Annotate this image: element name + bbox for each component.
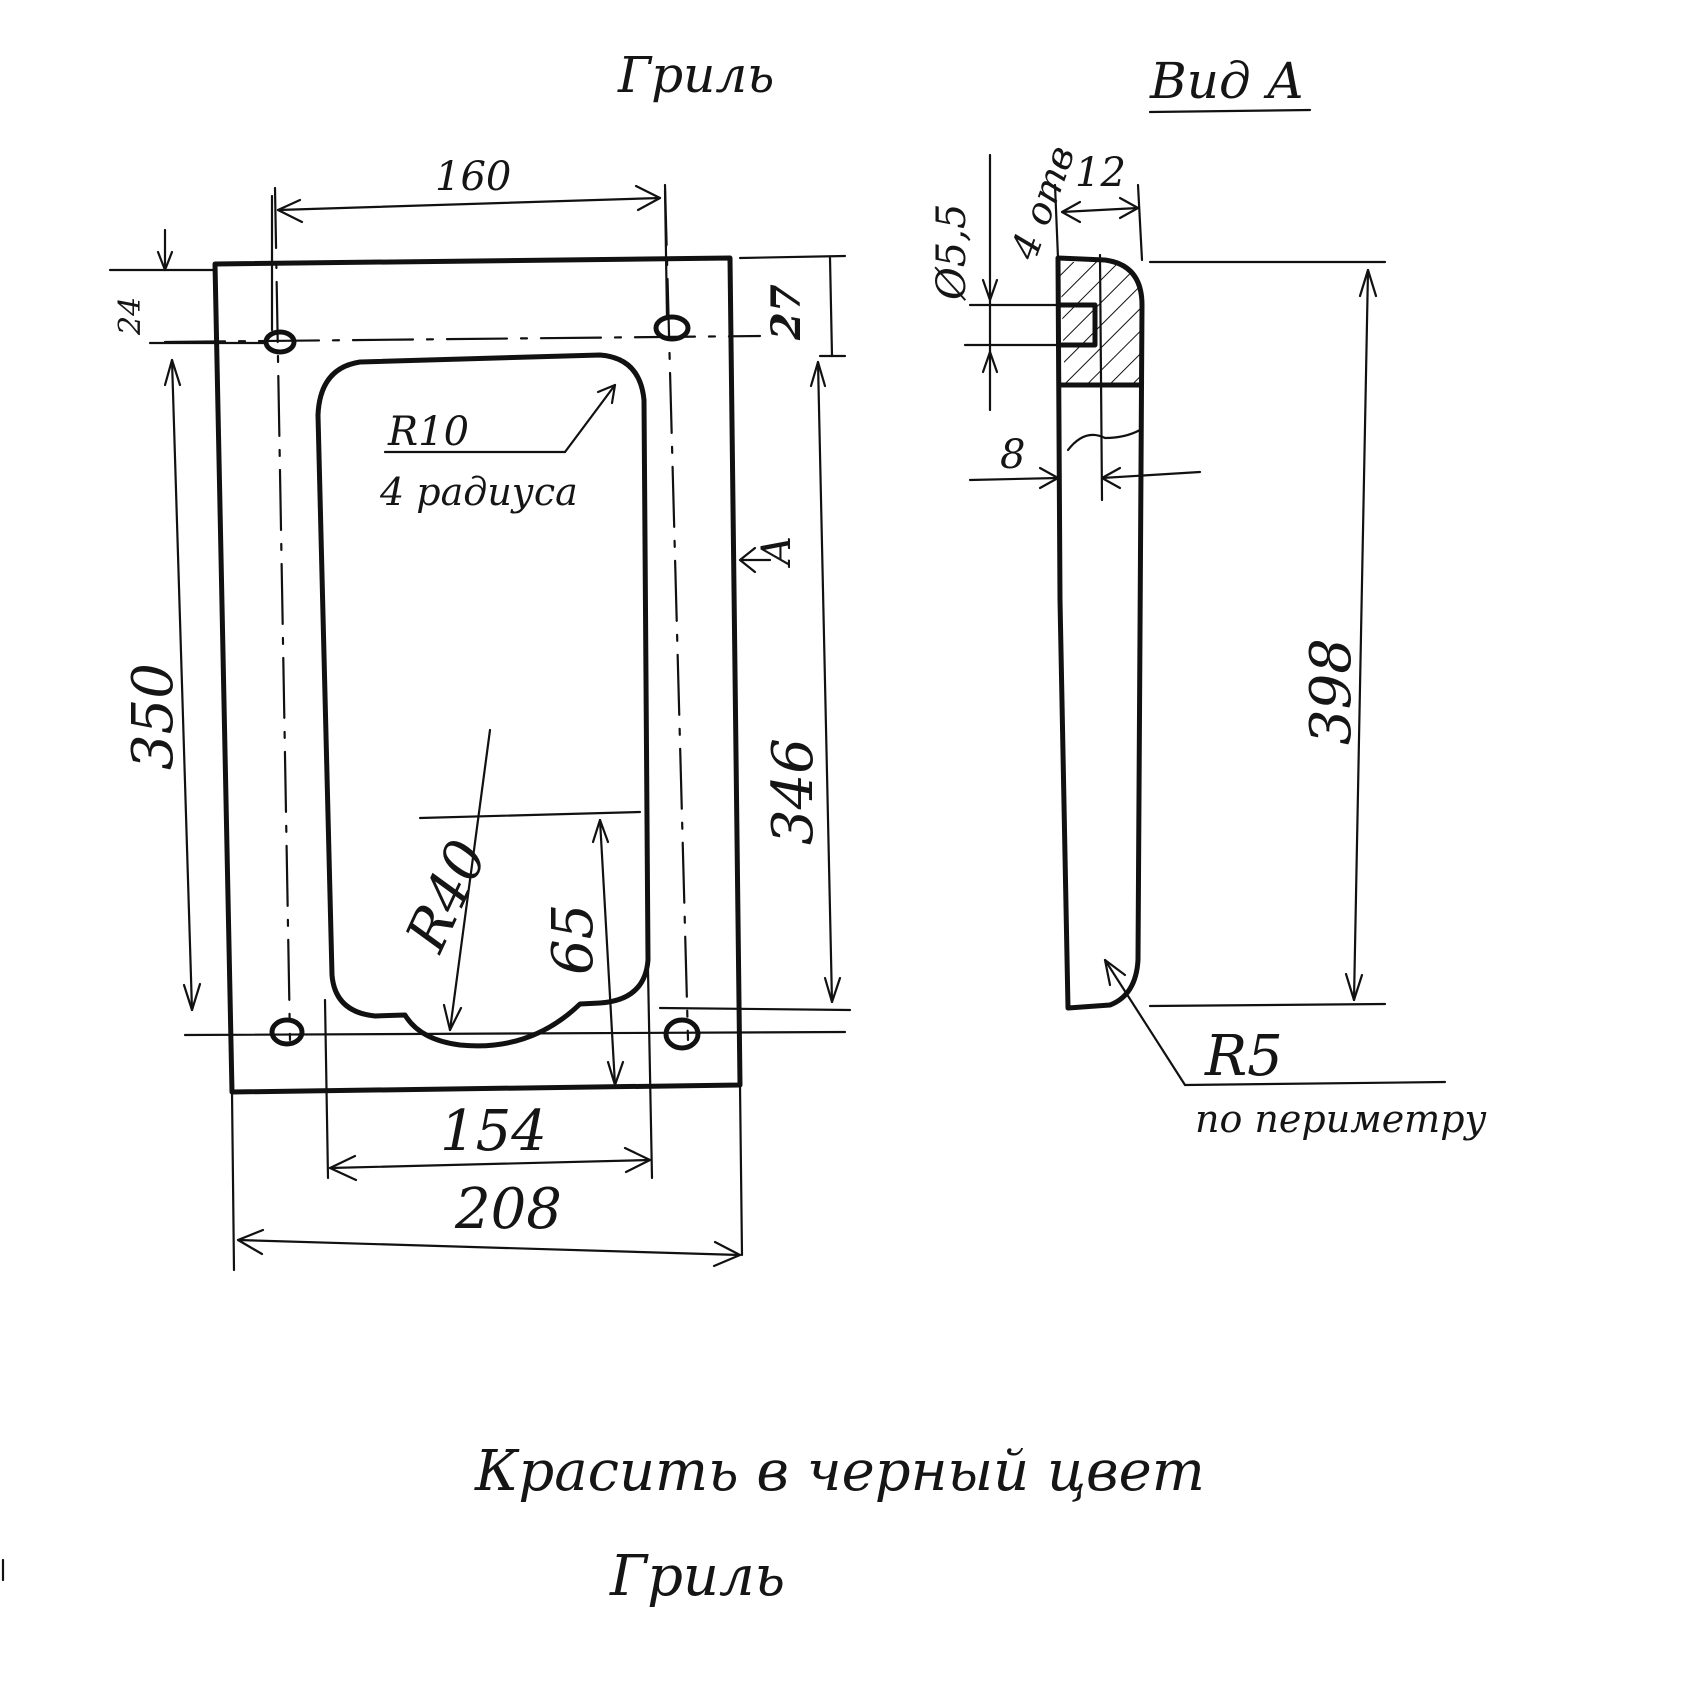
mount-hole-bottom-left [269,1017,305,1047]
dim-line-350 [170,358,194,1012]
dim-arrows-346 [809,360,842,1004]
mount-hole-bottom-right [663,1017,701,1051]
plate-outline [212,255,743,1095]
break-line [1066,428,1142,452]
leader-r5-shelf [1183,1080,1447,1087]
hole-diameter-label: Ø5,5 [929,204,975,301]
dim-arrow-8-left [1038,466,1060,490]
dim-line-154 [328,1158,652,1170]
ext-line-208-left [230,1090,236,1272]
centerline-left [273,186,292,1042]
side-view: 12 Ø5,5 4 отв 8 398 R5 по периметру [929,140,1487,1141]
view-marker-arrow [738,546,772,574]
dim-line-160 [276,196,662,212]
dim-line-8-left [968,476,1060,482]
dim-line-346 [816,360,834,1004]
mount-hole-top-left [263,329,297,355]
dim-arrows-160 [276,184,662,224]
ext-line-65-top [418,810,642,820]
corner-radius-note: 4 радиуса [379,470,578,514]
side-view-title-underline [1148,108,1312,114]
dim-arrows-398 [1344,268,1378,1002]
ext-line-208-right [738,1083,744,1257]
centerline-right [663,183,690,1042]
dim-line-208 [236,1238,742,1257]
dim-208: 208 [454,1177,562,1242]
leader-r40-arrowhead [442,1003,463,1032]
front-view: 160 24 27 350 346 A R10 4 радиуса [108,154,852,1272]
leader-r10-arrow [563,383,617,454]
mount-slot [1057,302,1098,348]
centerline-bottom [183,1030,847,1037]
dim-8: 8 [1000,432,1025,478]
mount-hole-top-right [653,314,691,342]
dim-line-8-right [1100,470,1202,480]
ext-line-27-top [738,254,847,260]
ext-line-154-right [646,968,654,1180]
dim-arrows-12 [1060,196,1140,224]
bottom-arc-radius-label: R40 [393,831,500,962]
edge-radius-note: по периметру [1195,1097,1487,1141]
ext-line-160-right [663,188,669,320]
view-marker-label: A [754,536,800,569]
dim-160: 160 [435,154,511,200]
dim-line-398 [1352,268,1370,1002]
ext-line-398-bottom [1148,1002,1387,1008]
hole-count-label: 4 отв [1002,140,1084,266]
ext-line-346-bottom [658,1006,852,1012]
leader-r5-arrowhead [1103,958,1127,987]
dim-27: 27 [763,284,810,341]
leader-r5 [1103,958,1187,1087]
dim-arrow-24 [156,250,174,272]
dim-arrows-hole-dia [981,278,999,374]
front-view-title: Гриль [617,46,774,104]
dim-154: 154 [440,1099,547,1164]
ext-line-154-left [323,998,330,1180]
leader-r40 [448,728,492,1032]
dim-arrows-65 [591,818,625,1087]
dim-65: 65 [541,904,606,975]
dim-arrows-154 [328,1146,652,1182]
edge-radius-label: R5 [1204,1024,1283,1089]
dim-line-65 [598,818,617,1087]
leader-r10-arrowhead [596,383,617,405]
window-cutout [315,352,651,1049]
side-view-title: Вид А [1149,52,1304,110]
ext-line-12-left [1053,183,1060,260]
dim-398: 398 [1299,638,1364,745]
groove-centerline [1098,253,1104,502]
part-name: Гриль [609,1544,785,1609]
dim-24: 24 [113,297,148,336]
dim-arrows-208 [236,1228,742,1268]
dim-12: 12 [1075,150,1126,196]
corner-radius-label: R10 [387,409,469,455]
dim-line-12 [1060,206,1140,214]
dim-350: 350 [121,663,186,770]
side-profile-outline [1055,255,1145,1011]
dim-arrow-8-right [1100,466,1122,490]
ext-line-12-right [1136,183,1144,262]
dim-346: 346 [761,738,826,845]
dim-arrows-350 [163,358,202,1012]
paint-note: Красить в черный цвет [474,1439,1205,1504]
dim-line-27 [828,256,834,358]
